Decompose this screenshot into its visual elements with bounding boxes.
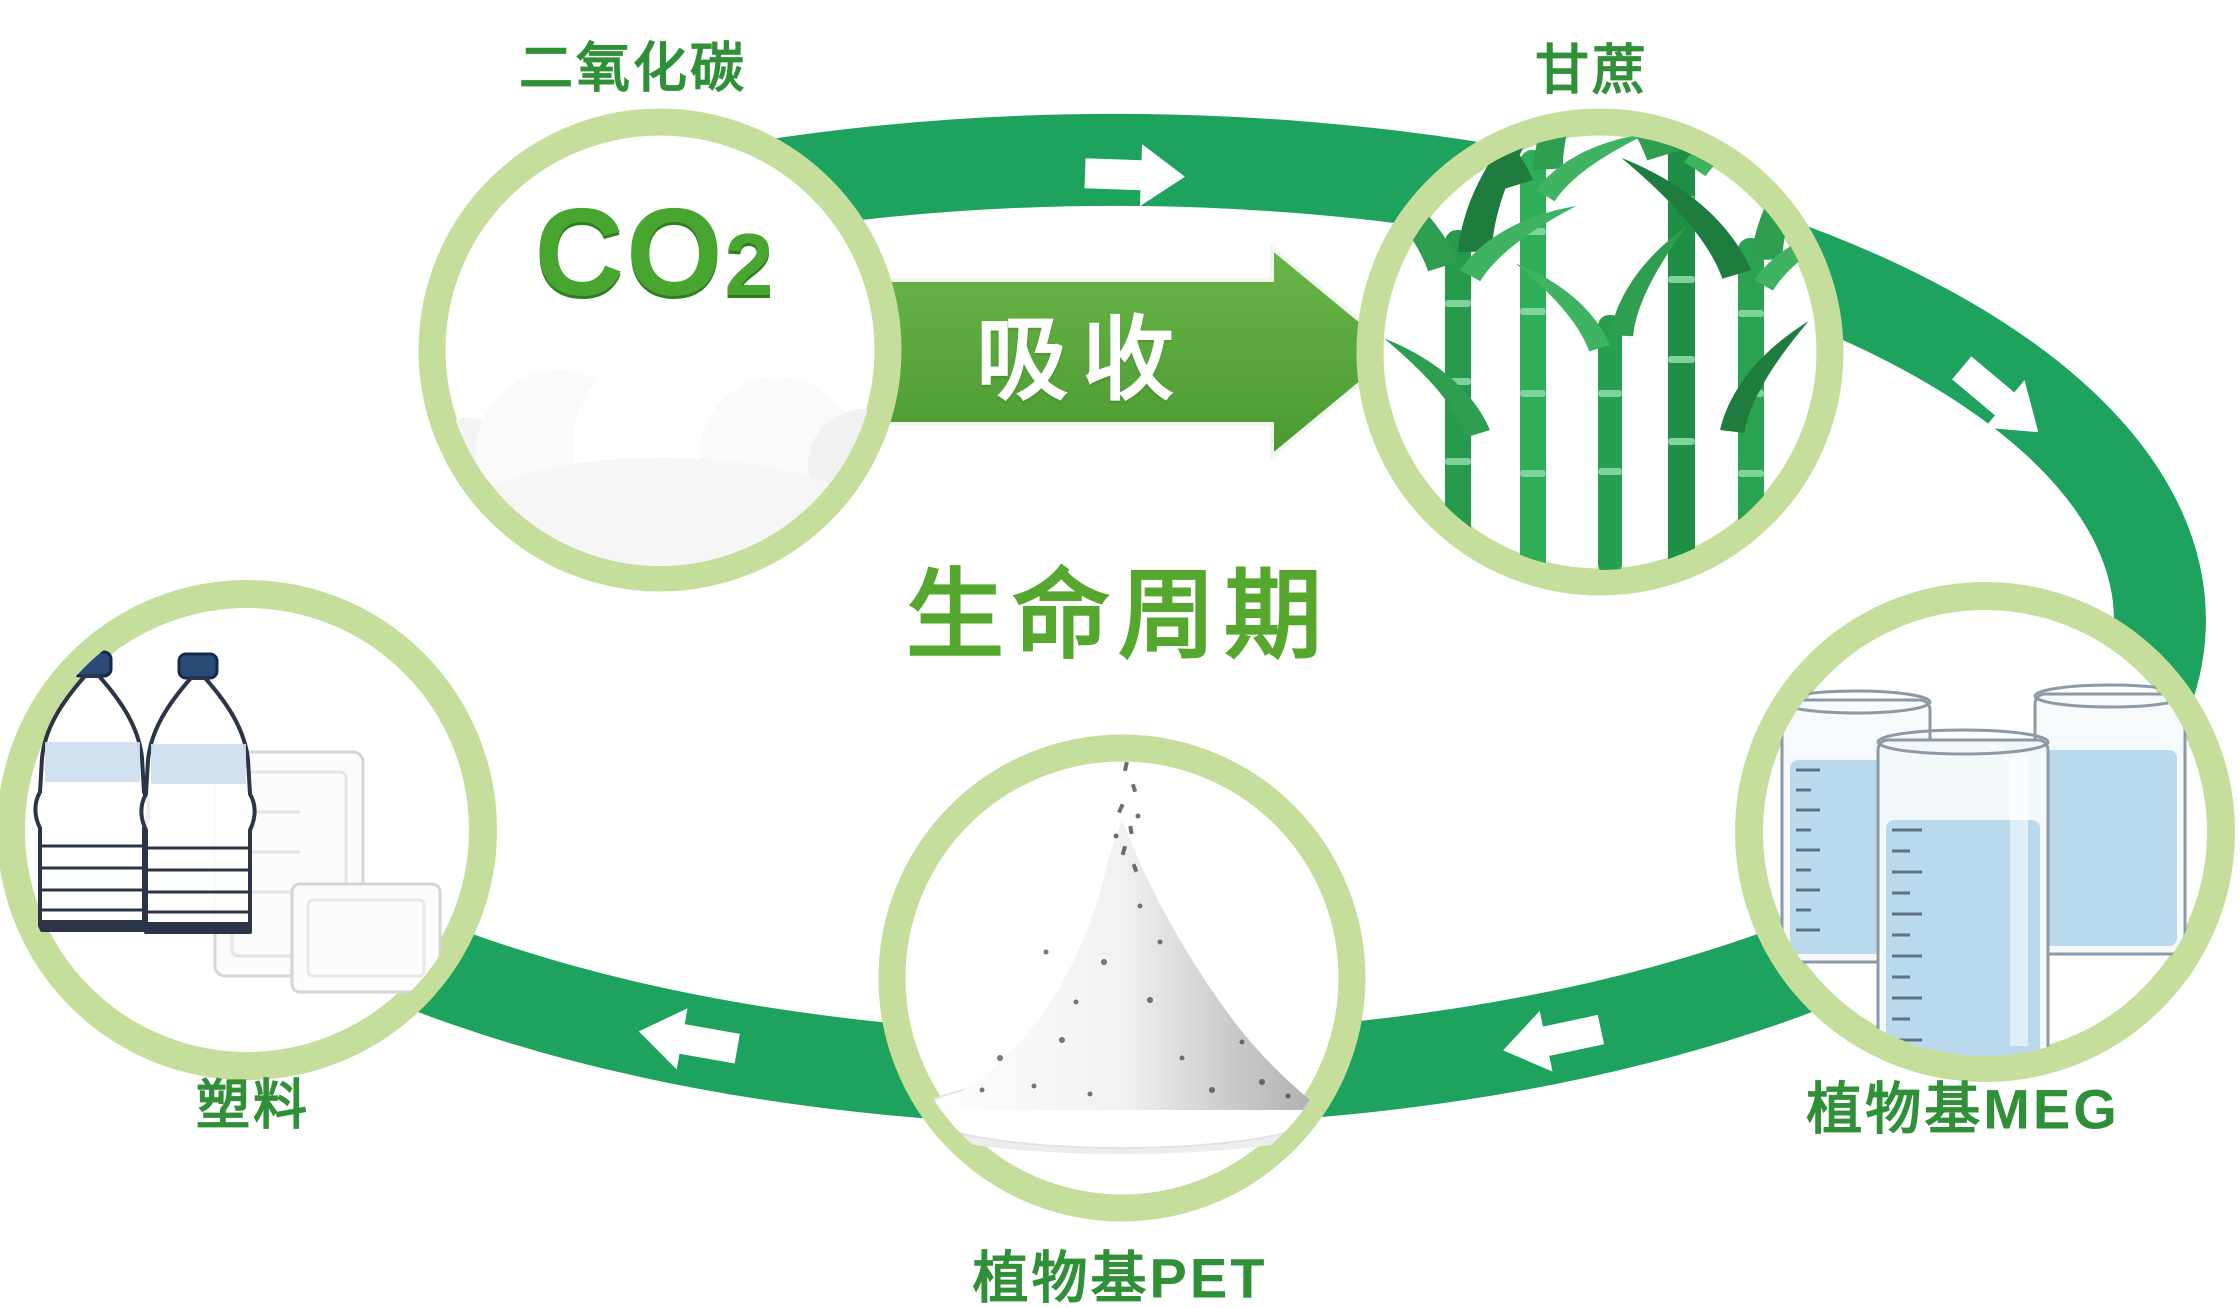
absorb-arrow (876, 243, 1402, 461)
powder-pile-icon (916, 761, 1328, 1154)
node-pet-circle (878, 734, 1366, 1222)
label-meg: 植物基MEG (1806, 1077, 2120, 1141)
label-plastic: 塑料 (196, 1075, 310, 1136)
label-pet: 植物基PET (972, 1246, 1268, 1308)
diagram-title: 生命周期 (905, 560, 1331, 670)
node-sugarcane-circle (1356, 108, 1844, 596)
sugarcane-stalks-icon (1382, 134, 1818, 570)
label-sugarcane: 甘蔗 (1535, 40, 1649, 101)
label-co2: 二氧化碳 (519, 38, 747, 99)
plastic-bottles-icon (33, 650, 442, 994)
node-plastic-circle (0, 580, 497, 1080)
node-meg-circle (1735, 582, 2235, 1082)
measuring-beakers-icon (1780, 683, 2187, 1056)
co2-symbol: CO2 (534, 184, 776, 322)
absorb-arrow-label: 吸收 (975, 309, 1189, 412)
